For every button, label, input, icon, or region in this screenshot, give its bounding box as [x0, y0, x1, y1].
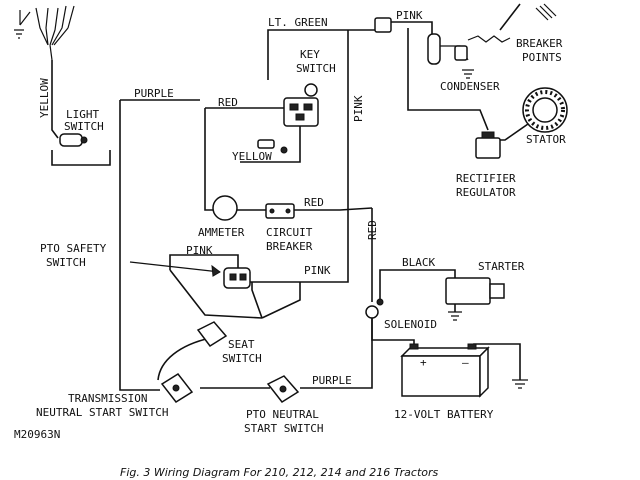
- red-middle-label: RED: [304, 196, 324, 209]
- transmission-label-1: TRANSMISSION: [68, 392, 147, 405]
- battery-label: 12-VOLT BATTERY: [394, 408, 494, 421]
- ground-icon: [535, 3, 557, 21]
- purple-bottom-label: PURPLE: [312, 374, 352, 387]
- pink-vertical-label: PINK: [352, 95, 365, 122]
- rectifier-label-1: RECTIFIER: [456, 172, 516, 185]
- purple-wire-loop: [119, 99, 200, 391]
- seat-switch-label-2: SWITCH: [222, 352, 262, 365]
- ground-icon: [462, 69, 474, 79]
- rectifier-label-2: REGULATOR: [456, 186, 516, 199]
- ground-icon: [448, 311, 462, 321]
- pto-neutral-start-switch: [266, 375, 300, 403]
- ground-symbols: [448, 3, 557, 389]
- transmission-neutral-start-switch: [160, 373, 194, 403]
- light-switch-label-2: SWITCH: [64, 120, 104, 133]
- lt-green-wire: [267, 29, 375, 80]
- stator-label: STATOR: [526, 133, 566, 146]
- pink-lower-label: PINK: [304, 264, 331, 277]
- headlight-wires: [19, 5, 75, 61]
- pink-vertical-wire: [250, 30, 349, 283]
- yellow-connector: [257, 139, 288, 154]
- circuit-breaker: [265, 203, 295, 219]
- pto-safety-switch: [129, 261, 251, 289]
- stator: [498, 87, 568, 141]
- breaker-points: [467, 3, 521, 43]
- pto-neutral-label-1: PTO NEUTRAL: [246, 408, 319, 421]
- condenser-label: CONDENSER: [440, 80, 500, 93]
- figure-code-label: M20963N: [14, 428, 60, 441]
- battery: [400, 343, 490, 398]
- red-key-label: RED: [218, 96, 238, 109]
- starter: [445, 277, 505, 305]
- wires: [14, 5, 521, 391]
- yellow-wire-left: [51, 60, 59, 139]
- pto-safety-loop: [169, 254, 263, 319]
- seat-switch: [196, 321, 228, 348]
- starter-label: STARTER: [478, 260, 525, 273]
- purple-bottom-wire: [200, 318, 373, 389]
- circuit-breaker-label-2: BREAKER: [266, 240, 313, 253]
- ammeter-label: AMMETER: [198, 226, 245, 239]
- circuit-breaker-label-1: CIRCUIT: [266, 226, 313, 239]
- pink-pto-label: PINK: [186, 244, 213, 257]
- yellow-key-label: YELLOW: [232, 150, 272, 163]
- seat-switch-label-1: SEAT: [228, 338, 255, 351]
- solenoid: [365, 298, 384, 319]
- labels: LT. GREEN PINK YELLOW LIGHT SWITCH PURPL…: [14, 9, 566, 479]
- pink-lower-wire: [251, 282, 301, 319]
- purple-top-label: PURPLE: [134, 87, 174, 100]
- red-vertical-label: RED: [366, 220, 379, 240]
- pink-top-label: PINK: [396, 9, 423, 22]
- battery-plus-label: +: [420, 356, 427, 369]
- rectifier-regulator: [475, 131, 501, 159]
- figure-caption: Fig. 3 Wiring Diagram For 210, 212, 214 …: [120, 466, 439, 479]
- light-switch-lead: [51, 150, 111, 166]
- ammeter: [212, 195, 238, 221]
- key-switch-label-1: KEY: [300, 48, 320, 61]
- headlight-ground: [14, 29, 24, 39]
- breaker-points-label-2: POINTS: [522, 51, 562, 64]
- seat-cable: [157, 337, 211, 381]
- breaker-points-label-1: BREAKER: [516, 37, 563, 50]
- key-yellow-wire: [240, 115, 301, 163]
- red-middle-wire: [225, 207, 373, 211]
- pto-safety-label-2: SWITCH: [46, 256, 86, 269]
- transmission-label-2: NEUTRAL START SWITCH: [36, 406, 168, 419]
- rectifier-wire: [407, 28, 489, 131]
- yellow-left-label: YELLOW: [38, 78, 51, 118]
- light-switch-label-1: LIGHT: [66, 108, 99, 121]
- pink-top-wire: [390, 21, 433, 36]
- black-wire: [379, 269, 456, 300]
- battery-minus-label: –: [462, 356, 469, 369]
- solenoid-label: SOLENOID: [384, 318, 437, 331]
- condenser: [427, 33, 469, 65]
- black-label: BLACK: [402, 256, 435, 269]
- key-switch: [283, 83, 319, 127]
- pink-connector: [374, 17, 392, 33]
- ground-icon: [512, 379, 528, 389]
- pto-neutral-label-2: START SWITCH: [244, 422, 323, 435]
- lt-green-label: LT. GREEN: [268, 16, 328, 29]
- pto-safety-label-1: PTO SAFETY: [40, 242, 107, 255]
- key-switch-label-2: SWITCH: [296, 62, 336, 75]
- light-switch: [59, 133, 88, 147]
